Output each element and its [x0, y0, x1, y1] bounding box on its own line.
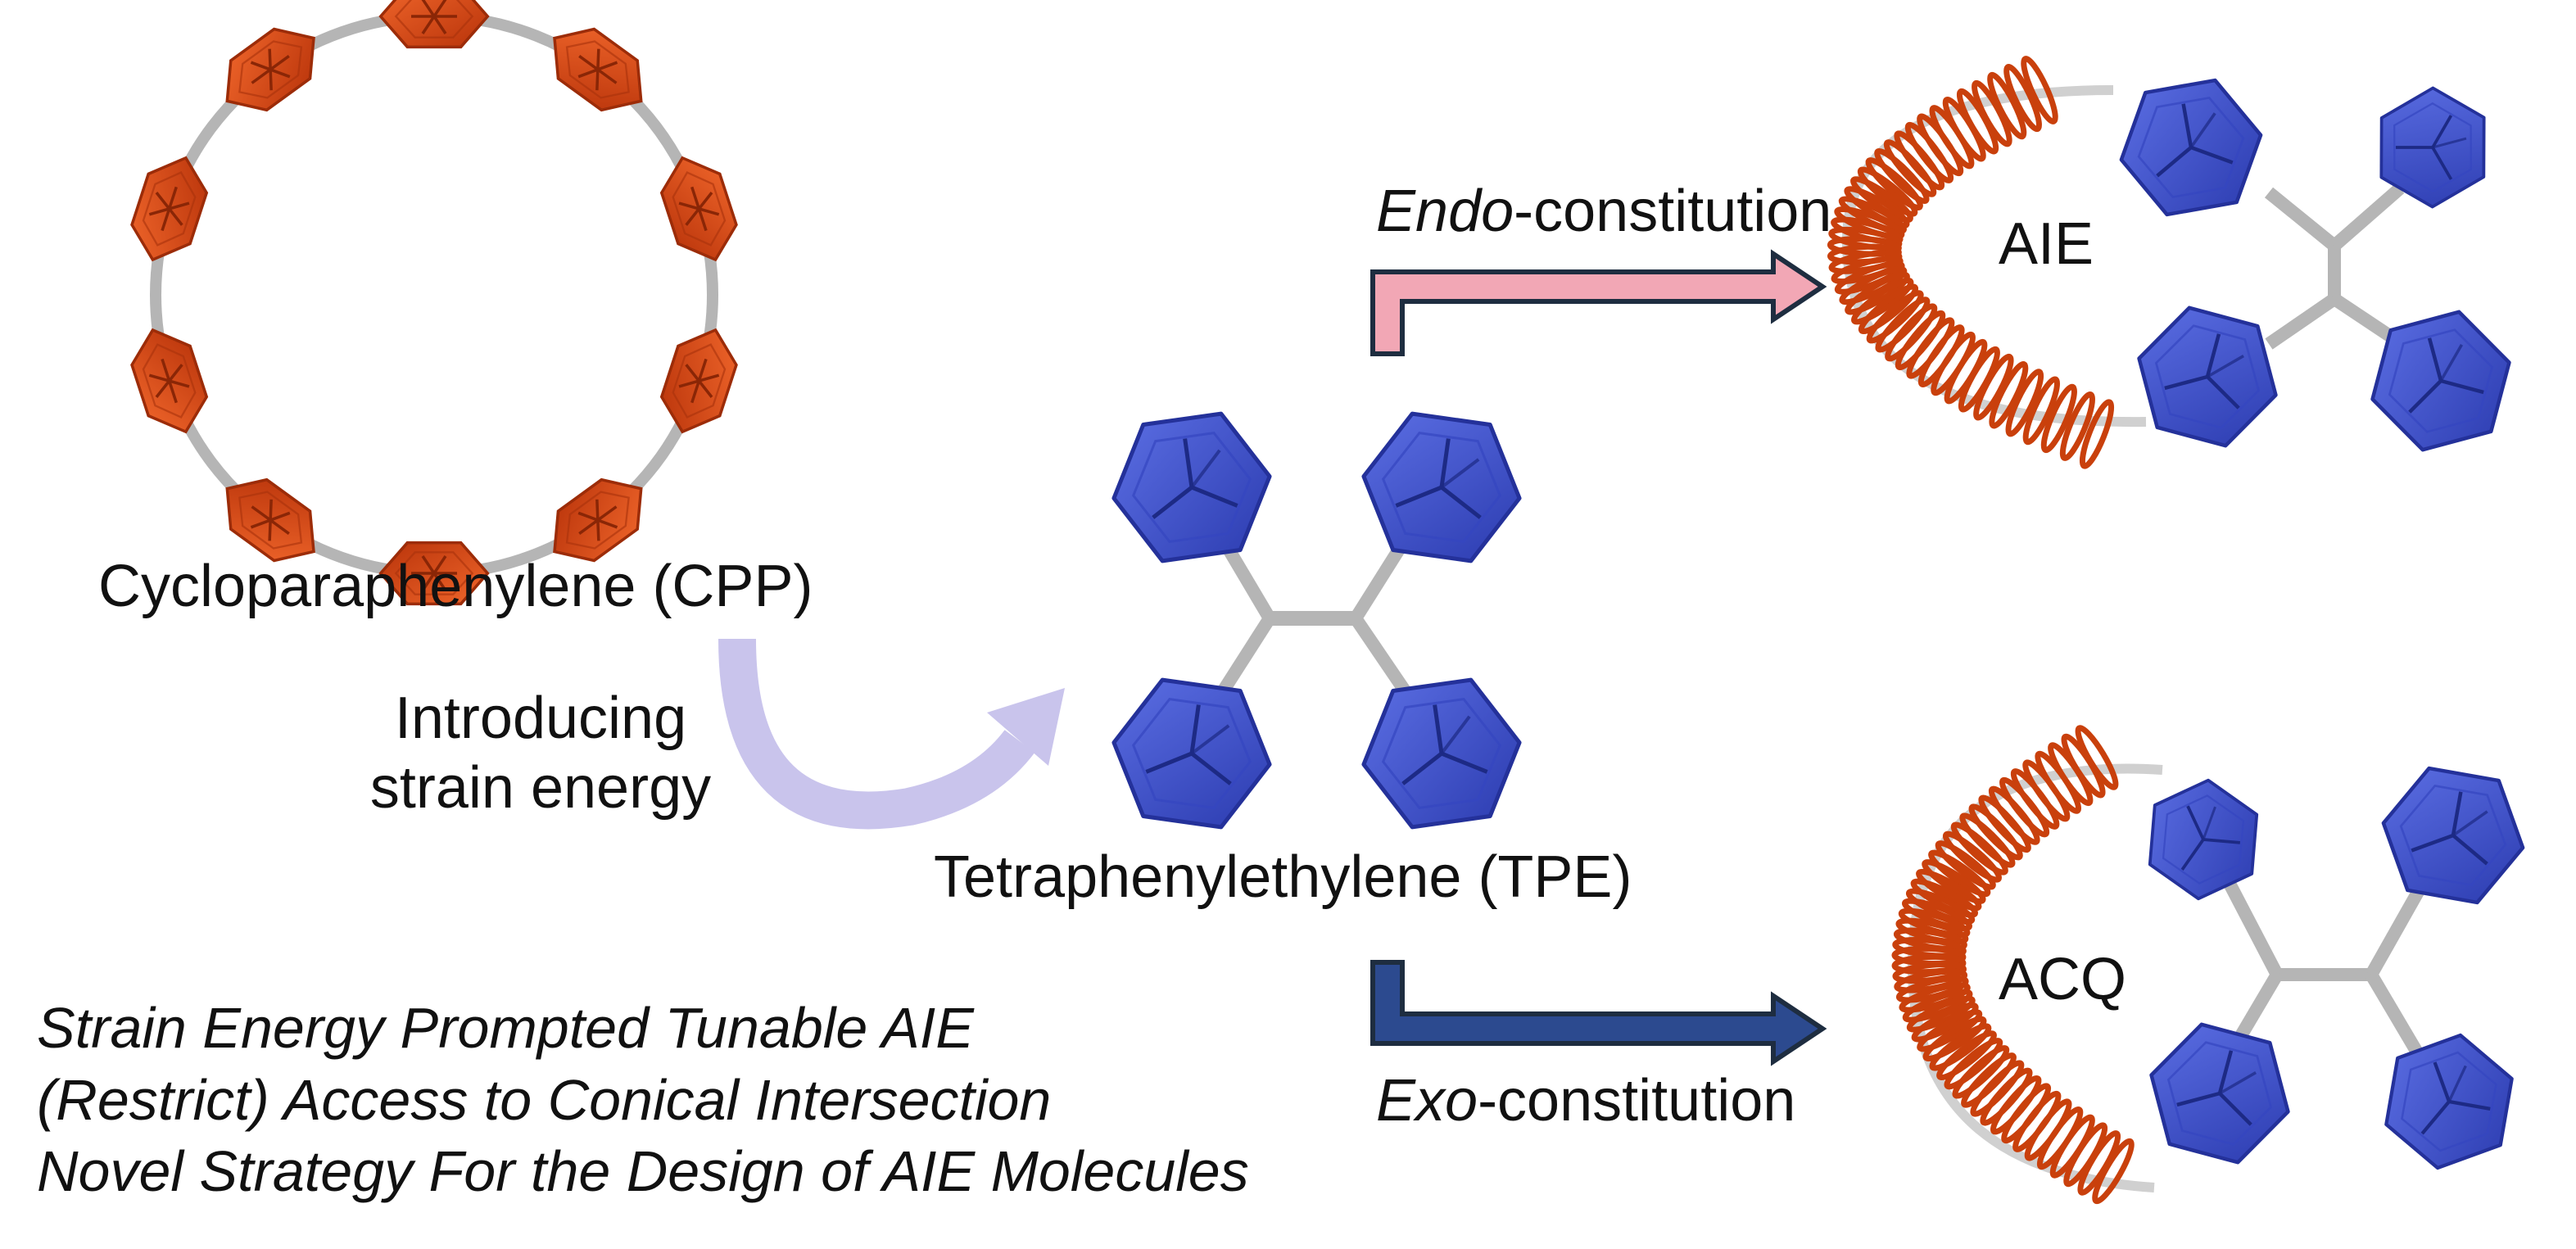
tpe-molecule [1104, 408, 1529, 832]
coil-turn [2024, 1098, 2072, 1161]
acq-product [1891, 725, 2534, 1205]
coil-turn [1905, 888, 1976, 925]
tpe-phenyl-lower-right [1354, 674, 1529, 832]
coil-turn [1961, 1052, 2017, 1108]
endo-suffix: -constitution [1514, 179, 1832, 244]
acq-phenyl-lower-right [2366, 1024, 2532, 1179]
cpp-phenyl-unit [378, 0, 490, 49]
aie-label: AIE [1999, 211, 2094, 277]
coil-turn [2092, 1138, 2135, 1205]
cpp-phenyl-units [122, 0, 746, 606]
key-point-3: Novel Strategy For the Design of AIE Mol… [37, 1139, 1249, 1203]
coil-turn [1858, 283, 1919, 335]
coil-turn [2021, 56, 2058, 124]
coil-turn [1931, 331, 1976, 396]
key-points: Strain Energy Prompted Tunable AIE (Rest… [37, 993, 1249, 1208]
tpe-caption: Tetraphenylethylene (TPE) [934, 844, 1632, 910]
coil-turn [2022, 376, 2061, 446]
coil-turn [1850, 176, 1913, 224]
coil-turn [1839, 266, 1908, 305]
coil-turn [1959, 812, 2016, 868]
coil-turn [1883, 139, 1937, 197]
exo-arrow [1370, 960, 1827, 1066]
coil-turn [1875, 296, 1931, 353]
acq-phenyl-upper-left [2128, 767, 2279, 911]
aie-phenyl-upper-left [2111, 75, 2271, 221]
coil-turn [1935, 840, 1996, 890]
coil-turn [1902, 989, 1973, 1023]
coil-turn [1850, 277, 1914, 325]
exo-caption: Exo-constitution [1376, 1071, 1795, 1130]
cpp-caption: Cycloparaphenylene (CPP) [98, 554, 813, 619]
coil-turn [1968, 803, 2023, 861]
coil-turn [1929, 1023, 1992, 1071]
cpp-phenyl-unit [122, 319, 217, 443]
endo-caption: Endo-constitution [1376, 182, 1831, 241]
key-point-2: (Restrict) Access to Conical Intersectio… [37, 1067, 1052, 1132]
acq-phenyl-upper-right [2373, 763, 2533, 909]
coil-turn [1928, 849, 1991, 898]
exo-prefix: Exo [1376, 1068, 1478, 1134]
coil-turn [1899, 982, 1971, 1013]
coil-turn [1916, 868, 1982, 912]
coil-turn [2040, 383, 2077, 454]
tpe-phenyl-upper-left [1104, 408, 1279, 566]
strain-curved-arrow [718, 638, 1065, 830]
coil-turn [1865, 157, 1923, 211]
coil-turn [2005, 369, 2044, 437]
aie-strained-coil [1827, 56, 2115, 469]
coil-turn [1866, 290, 1924, 344]
coil-turn [1989, 361, 2029, 429]
exo-suffix: -constitution [1478, 1068, 1796, 1134]
strain-caption-line2: strain energy [369, 754, 712, 821]
coil-turn [1906, 995, 1976, 1033]
coil-turn [1952, 1045, 2010, 1099]
cpp-phenyl-unit [651, 147, 746, 271]
coil-turn [1857, 166, 1918, 217]
cpp-phenyl-unit [651, 319, 746, 443]
aie-product [1827, 56, 2525, 469]
endo-arrow [1370, 249, 1827, 356]
cpp-molecule [122, 0, 746, 606]
tpe-phenyl-lower-left [1104, 674, 1279, 832]
acq-strained-coil [1891, 725, 2135, 1205]
tpe-phenyl-upper-right [1354, 408, 1529, 566]
acq-phenyl-lower-left [2135, 1016, 2304, 1172]
endo-prefix: Endo [1376, 179, 1514, 244]
coil-turn [2036, 1106, 2084, 1170]
coil-turn [1950, 821, 2008, 876]
coil-turn [1911, 1002, 1979, 1043]
coil-turn [1845, 271, 1910, 315]
aie-phenyl-lower-left [2123, 299, 2292, 455]
coil-turn [2012, 1090, 2062, 1152]
coil-turn [1910, 878, 1979, 918]
coil-turn [1917, 1009, 1983, 1052]
coil-turn [2059, 391, 2096, 461]
strain-caption-line1: Introducing [394, 686, 687, 751]
coil-turn [1874, 147, 1930, 205]
strain-caption: Introducing strain energy [360, 684, 721, 823]
coil-turn [2022, 759, 2071, 822]
coil-turn [1922, 1016, 1987, 1062]
coil-turn [2003, 63, 2043, 133]
coil-turn [1936, 1030, 1997, 1081]
coil-turn [1942, 830, 2003, 883]
key-point-1: Strain Energy Prompted Tunable AIE [37, 996, 974, 1060]
coil-turn [1922, 859, 1986, 904]
coil-turn [1944, 1038, 2003, 1090]
coil-turn [2079, 399, 2115, 469]
cpp-phenyl-unit [122, 147, 217, 271]
acq-label: ACQ [1999, 947, 2127, 1012]
